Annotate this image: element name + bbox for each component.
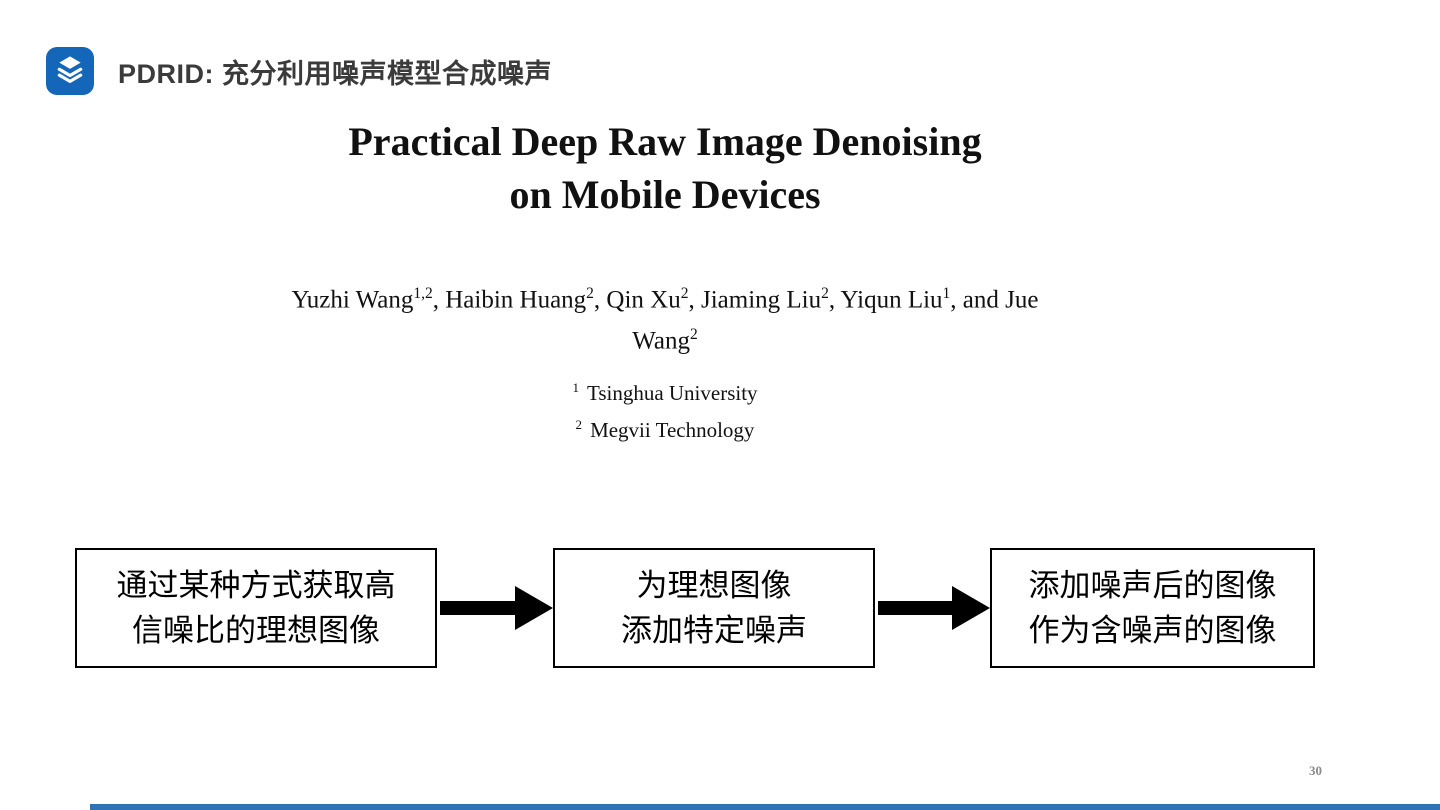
arrow-shaft — [878, 601, 954, 615]
arrow-shaft — [440, 601, 517, 615]
right-arrow-icon — [440, 586, 553, 630]
affiliation-1: 1 Tsinghua University — [0, 372, 1330, 409]
slide-logo — [46, 47, 94, 95]
author-sup: 1 — [942, 285, 951, 302]
flow-box-line: 作为含噪声的图像 — [1028, 613, 1277, 648]
affiliation-2: 2 Megvii Technology — [0, 409, 1330, 446]
author-sup: 1,2 — [413, 285, 433, 302]
authors-line-2: Wang2 — [0, 317, 1330, 358]
flow-box-noisy-image-result: 添加噪声后的图像 作为含噪声的图像 — [990, 548, 1315, 668]
paper-title-line-2: on Mobile Devices — [509, 172, 821, 217]
arrow-head — [515, 586, 553, 630]
paper-title-line-1: Practical Deep Raw Image Denoising — [348, 119, 982, 164]
layers-icon — [54, 53, 86, 90]
flow-box-line: 通过某种方式获取高 — [116, 568, 396, 603]
arrow-head — [952, 586, 990, 630]
paper-authors: Yuzhi Wang1,2, Haibin Huang2, Qin Xu2, J… — [0, 276, 1330, 359]
flow-box-line: 为理想图像 — [636, 568, 792, 603]
affiliation-sup: 1 — [572, 380, 579, 395]
paper-title: Practical Deep Raw Image Denoising on Mo… — [0, 115, 1330, 221]
flow-box-line: 添加特定噪声 — [621, 613, 807, 648]
flow-box-acquire-clean-image: 通过某种方式获取高 信噪比的理想图像 — [75, 548, 437, 668]
flow-box-line: 信噪比的理想图像 — [132, 613, 380, 648]
slide-title: PDRID: 充分利用噪声模型合成噪声 — [118, 58, 552, 89]
author-name: , Qin Xu — [593, 286, 681, 314]
affiliation-name: Megvii Technology — [590, 418, 755, 442]
author-name: , and Jue — [950, 286, 1039, 314]
bottom-accent-bar — [90, 804, 1440, 810]
paper-affiliations: 1 Tsinghua University 2 Megvii Technology — [0, 372, 1330, 446]
right-arrow-icon — [878, 586, 990, 630]
flow-box-line: 添加噪声后的图像 — [1028, 568, 1277, 603]
slide-header: PDRID: 充分利用噪声模型合成噪声 — [46, 47, 552, 95]
affiliation-sup: 2 — [575, 417, 583, 432]
flow-box-add-noise: 为理想图像 添加特定噪声 — [553, 548, 875, 668]
page-number: 30 — [1309, 763, 1322, 778]
affiliation-name: Tsinghua University — [586, 381, 758, 405]
author-sup: 2 — [680, 285, 689, 302]
author-name: , Haibin Huang — [432, 286, 587, 314]
author-sup: 2 — [586, 285, 594, 302]
author-sup: 2 — [689, 326, 698, 344]
author-name: , Yiqun Liu — [828, 286, 943, 314]
authors-line-1: Yuzhi Wang1,2, Haibin Huang2, Qin Xu2, J… — [0, 276, 1330, 317]
author-sup: 2 — [821, 285, 829, 302]
author-name: Yuzhi Wang — [291, 286, 414, 314]
author-name: , Jiaming Liu — [688, 286, 822, 314]
author-name: Wang — [632, 327, 690, 355]
